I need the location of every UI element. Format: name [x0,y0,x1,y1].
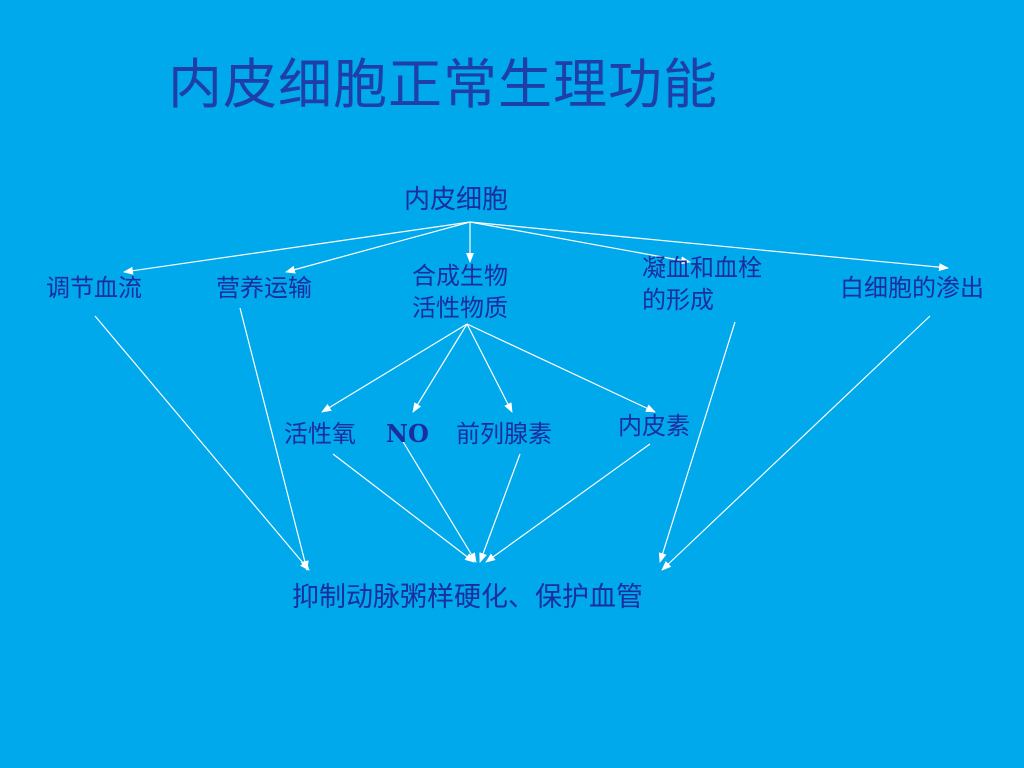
arrow-coagulation-to-outcome [658,321,736,563]
node-synthesize-line-2: 活性物质 [412,294,508,322]
arrow-synth-to-ros [321,323,468,413]
node-coagulation-thrombus: 凝血和血栓 的形成 [642,252,762,316]
arrow-endothelin-to-outcome [485,443,651,563]
arrow-root-to-regulate [123,221,471,275]
arrow-prostaglandin-to-outcome [479,453,521,563]
node-nutrient-transport: 营养运输 [216,274,312,302]
arrow-leukocyte-to-outcome [661,315,931,571]
arrow-synth-to-prostaglandin [466,323,513,413]
arrow-regulate-to-outcome [94,315,310,571]
node-outcome: 抑制动脉粥样硬化、保护血管 [292,582,643,613]
node-leukocyte-exudation: 白细胞的渗出 [840,274,984,302]
arrow-no-to-outcome [401,439,477,563]
arrow-root-to-coagulation [469,221,691,265]
arrow-ros-to-outcome [332,453,475,563]
node-no: NO [386,419,429,448]
arrow-synth-to-endothelin [466,323,656,413]
arrow-root-to-nutrient [285,221,471,274]
arrow-nutrient-to-outcome [239,307,309,571]
node-endothelin: 内皮素 [618,412,690,440]
node-synthesize-line-1: 合成生物 [412,262,508,290]
node-endothelial-cell: 内皮细胞 [404,185,509,215]
node-regulate-blood-flow: 调节血流 [46,274,142,302]
node-prostaglandin: 前列腺素 [456,420,552,448]
arrow-synth-to-no [412,323,468,413]
node-coagulation-line-2: 的形成 [642,286,714,314]
arrow-root-to-leukocyte [469,221,949,272]
node-coagulation-line-1: 凝血和血栓 [642,254,762,282]
slide-title: 内皮细胞正常生理功能 [168,53,718,116]
node-synthesize-bioactive: 合成生物 活性物质 [412,260,508,324]
node-ros: 活性氧 [284,420,356,448]
